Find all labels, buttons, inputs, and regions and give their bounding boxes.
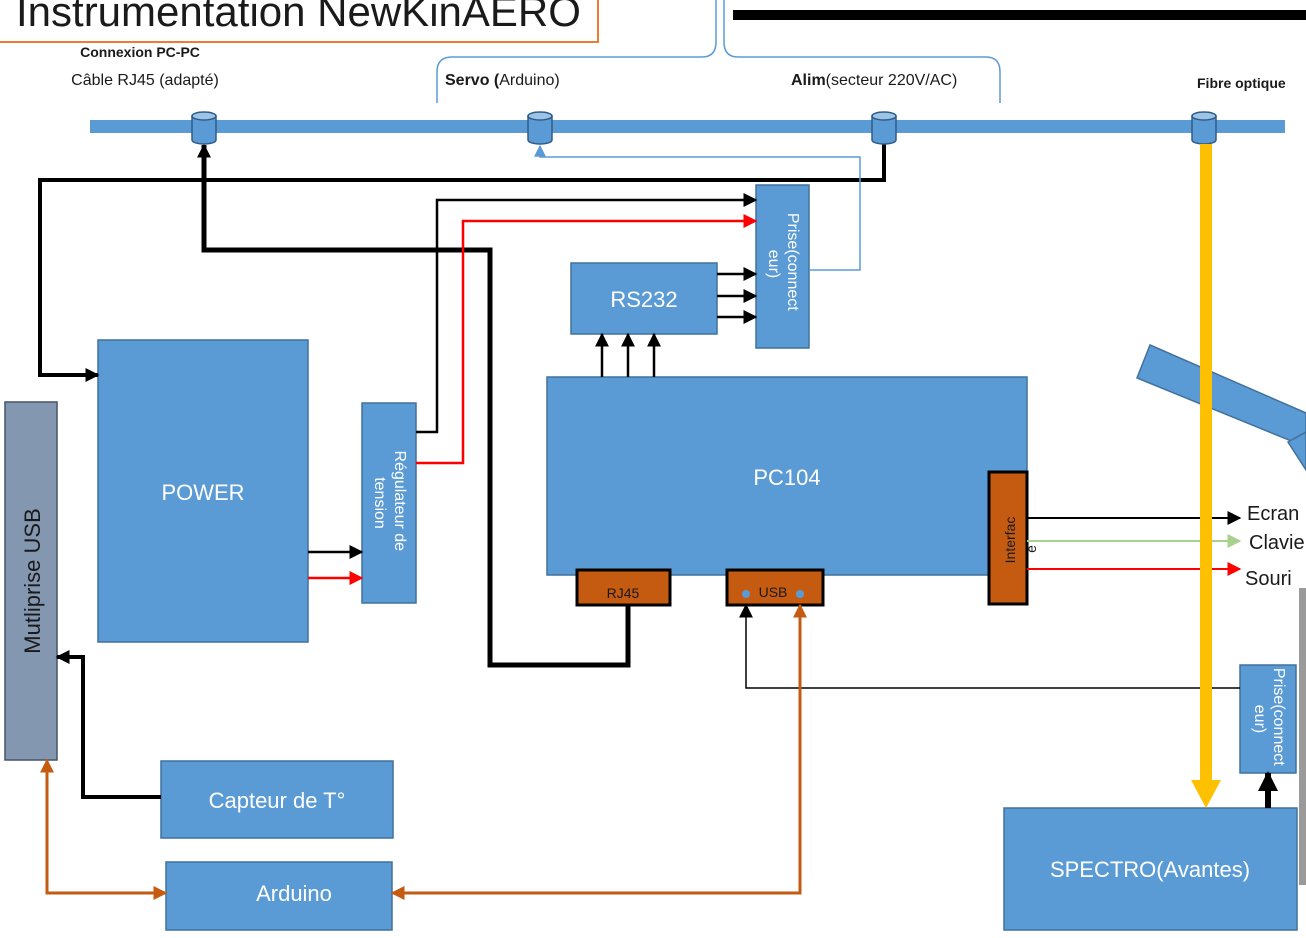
rj45-port: RJ45	[577, 570, 670, 605]
multiprise-to-arduino-line	[47, 760, 166, 893]
usb-dot-right	[796, 590, 804, 598]
usb-label: USB	[759, 584, 788, 600]
arduino-label: Arduino	[256, 881, 332, 906]
interface-port: Interfac e	[989, 472, 1039, 604]
power-block: POWER	[98, 340, 308, 642]
connexion-cable-label: Câble RJ45 (adapté)	[71, 72, 219, 89]
connector-servo	[528, 112, 552, 144]
pc104-label: PC104	[753, 465, 820, 490]
clavier-label: Clavie	[1249, 532, 1305, 554]
rs232-label: RS232	[610, 287, 677, 312]
cropped-image-strip	[1299, 588, 1306, 885]
fibre-to-spectro-arrow	[1191, 144, 1221, 808]
rs232-block: RS232	[571, 263, 717, 334]
usb-dot-left	[742, 590, 750, 598]
fibre-label: Fibre optique	[1197, 75, 1286, 91]
capteur-block: Capteur de T°	[161, 761, 393, 838]
usb-port: USB	[727, 570, 823, 605]
connexion-title-label: Connexion PC-PC	[80, 44, 200, 60]
top-black-bar	[733, 10, 1306, 20]
interface-label-wrap: e	[1023, 545, 1039, 553]
connector-bus-bar	[90, 120, 1285, 133]
prise-right-block: Prise(connect eur)	[1240, 665, 1296, 773]
souris-label: Souri	[1245, 568, 1292, 590]
alim-label: Alim(secteur 220V/AC)	[791, 72, 957, 89]
ecran-label: Ecran	[1247, 503, 1299, 525]
multiprise-label: Mutliprise USB	[20, 508, 45, 653]
spectro-label: SPECTRO(Avantes)	[1050, 857, 1250, 882]
capteur-label: Capteur de T°	[209, 788, 346, 813]
prise-right-to-usb-line	[746, 605, 1240, 688]
usb-to-arduino-line	[392, 605, 800, 893]
page-title: Instrumentation NewKinAERO	[16, 0, 581, 35]
servo-label: Servo (Arduino)	[445, 72, 560, 89]
connector-connexion-pc	[192, 112, 216, 144]
arduino-block: Arduino	[166, 862, 392, 930]
multiprise-usb-block: Mutliprise USB	[5, 402, 57, 760]
connector-fibre	[1192, 112, 1216, 144]
connector-alim	[872, 112, 896, 144]
rotated-block-partial	[1137, 345, 1306, 470]
regulateur-block: Régulateur de tension	[362, 403, 416, 603]
prise-top-block: Prise(connect eur)	[756, 185, 809, 348]
spectro-block: SPECTRO(Avantes)	[1004, 808, 1297, 930]
prise-to-servo-line	[540, 146, 860, 270]
pc104-block: PC104	[547, 377, 1027, 575]
power-label: POWER	[161, 480, 244, 505]
capteur-to-multiprise-line	[57, 657, 161, 797]
interface-label: Interfac	[1002, 517, 1018, 564]
rj45-label: RJ45	[607, 585, 640, 601]
